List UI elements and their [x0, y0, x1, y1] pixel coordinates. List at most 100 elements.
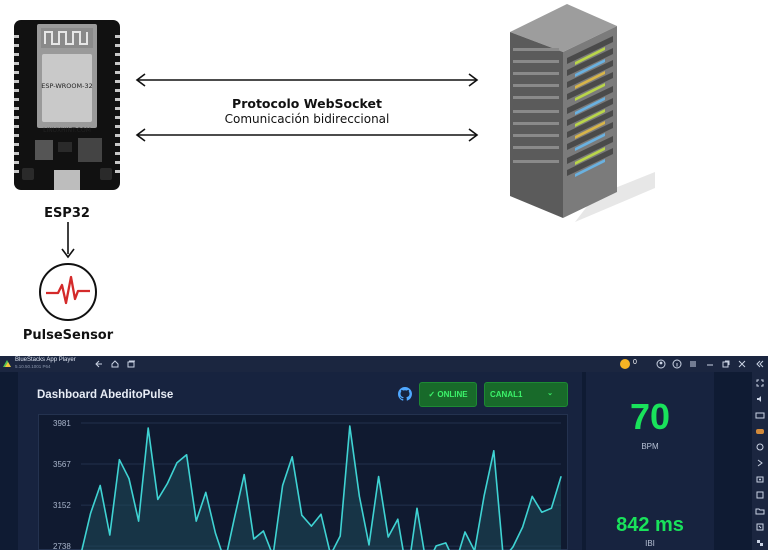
pulse-point — [90, 512, 92, 514]
pulse-chart: 3981 3567 3152 2738 — [38, 414, 568, 550]
architecture-diagram: ESP-WROOM-32 LINUXHINT.COM ESP32 PulseSe… — [14, 4, 655, 343]
close-icon[interactable] — [737, 359, 747, 369]
fullscreen-icon[interactable] — [755, 378, 765, 388]
bidirectional-arrow-icon — [135, 73, 479, 87]
down-arrow-icon — [61, 222, 75, 259]
pulse-point — [253, 538, 255, 540]
window-title: BlueStacks App Player — [15, 357, 76, 363]
channel-select[interactable]: CANAL1 ⌄ — [484, 382, 568, 407]
pulse-point — [464, 531, 466, 533]
tabs-icon[interactable] — [126, 359, 136, 369]
pulse-point — [301, 514, 303, 516]
profile-icon[interactable] — [656, 359, 666, 369]
collapse-icon[interactable] — [755, 359, 765, 369]
pulse-point — [147, 427, 149, 429]
esp32-caption: ESP32 — [44, 206, 90, 221]
pulse-point — [99, 484, 101, 487]
keyboard-icon[interactable] — [755, 410, 765, 420]
metrics-panel: 70 BPM 842 ms IBI — [586, 372, 714, 550]
pulse-point — [234, 516, 236, 518]
pulse-point — [128, 478, 130, 480]
pulse-point — [291, 456, 293, 458]
multi-instance-icon[interactable] — [755, 538, 765, 548]
macro-icon[interactable] — [755, 522, 765, 532]
github-icon[interactable] — [398, 387, 412, 401]
channel-selected-value: CANAL1 — [490, 390, 523, 399]
help-icon[interactable] — [672, 359, 682, 369]
pulse-point — [445, 542, 447, 544]
pulse-point — [416, 507, 418, 509]
pulse-point — [186, 454, 188, 456]
pulse-point — [282, 484, 284, 487]
pulse-point — [157, 498, 159, 500]
y-tick-label: 3567 — [53, 460, 71, 469]
pulse-point — [483, 494, 485, 496]
back-icon[interactable] — [94, 359, 104, 369]
dashboard-panel: Dashboard AbeditoPulse ✓ ONLINE CANAL1 ⌄… — [18, 372, 582, 550]
pulse-point — [368, 544, 370, 546]
protocol-title: Protocolo WebSocket — [232, 96, 382, 111]
window-titlebar[interactable]: BlueStacks App Player 5.10.50.1001 P64 0 — [0, 356, 768, 372]
shake-icon[interactable] — [755, 458, 765, 468]
pulse-point — [166, 482, 168, 485]
server-rack-icon — [510, 4, 655, 222]
esp32-board-icon — [14, 20, 120, 190]
pulse-point — [243, 474, 245, 476]
pulse-point — [138, 520, 140, 522]
pulse-area — [81, 426, 561, 550]
ibi-value: 842 ms — [616, 514, 684, 536]
restore-icon[interactable] — [721, 359, 731, 369]
menu-icon[interactable] — [688, 359, 698, 369]
online-status-button[interactable]: ✓ ONLINE — [419, 382, 477, 407]
pulse-point — [560, 476, 562, 478]
bpm-label: BPM — [641, 442, 659, 451]
pulse-point — [387, 536, 389, 538]
pulse-point — [378, 476, 380, 478]
pulse-point — [310, 525, 312, 527]
coin-icon[interactable] — [620, 359, 630, 369]
y-tick-label: 3152 — [53, 501, 71, 510]
record-icon[interactable] — [755, 490, 765, 500]
pulse-point — [109, 534, 111, 536]
pulse-chart-svg: 3981 3567 3152 2738 — [53, 419, 562, 550]
pulse-point — [118, 459, 120, 461]
pulse-point — [195, 520, 197, 522]
esp-board-brand: LINUXHINT.COM — [43, 127, 91, 134]
gamepad-icon[interactable] — [755, 426, 765, 436]
pulse-point — [339, 535, 341, 537]
folder-icon[interactable] — [755, 506, 765, 516]
volume-icon[interactable] — [755, 394, 765, 404]
pulse-point — [320, 513, 322, 515]
bluestacks-logo-icon — [3, 360, 11, 367]
pulse-point — [262, 530, 264, 532]
minimize-icon[interactable] — [705, 359, 715, 369]
pulsesensor-caption: PulseSensor — [22, 328, 114, 343]
pulse-point — [541, 511, 543, 513]
ibi-label: IBI — [645, 539, 655, 548]
pulse-point — [522, 526, 524, 528]
protocol-subtitle: Comunicación bidireccional — [224, 112, 390, 126]
pulse-point — [512, 546, 514, 548]
emulator-sidebar — [752, 372, 768, 550]
pulse-point — [531, 495, 533, 497]
screenshot-icon[interactable] — [755, 474, 765, 484]
coin-count: 0 — [633, 359, 637, 366]
bpm-value: 70 — [629, 396, 671, 437]
home-icon[interactable] — [110, 359, 120, 369]
rotate-icon[interactable] — [755, 442, 765, 452]
window-version: 5.10.50.1001 P64 — [15, 364, 51, 369]
heart-pulse-icon — [39, 263, 97, 321]
pulse-point — [435, 545, 437, 547]
esp-chip-label: ESP-WROOM-32 — [41, 82, 93, 90]
pulse-point — [214, 532, 216, 534]
y-tick-label: 3981 — [53, 419, 71, 428]
bidirectional-arrow-icon — [135, 128, 479, 142]
pulse-point — [176, 462, 178, 464]
pulse-point — [493, 450, 495, 452]
bluestacks-window: BlueStacks App Player 5.10.50.1001 P64 0… — [0, 356, 768, 550]
dashboard-title: Dashboard AbeditoPulse — [37, 389, 174, 401]
pulse-point — [550, 507, 552, 509]
pulse-point — [358, 495, 360, 497]
pulse-point — [397, 518, 399, 520]
y-tick-label: 2738 — [53, 542, 71, 550]
